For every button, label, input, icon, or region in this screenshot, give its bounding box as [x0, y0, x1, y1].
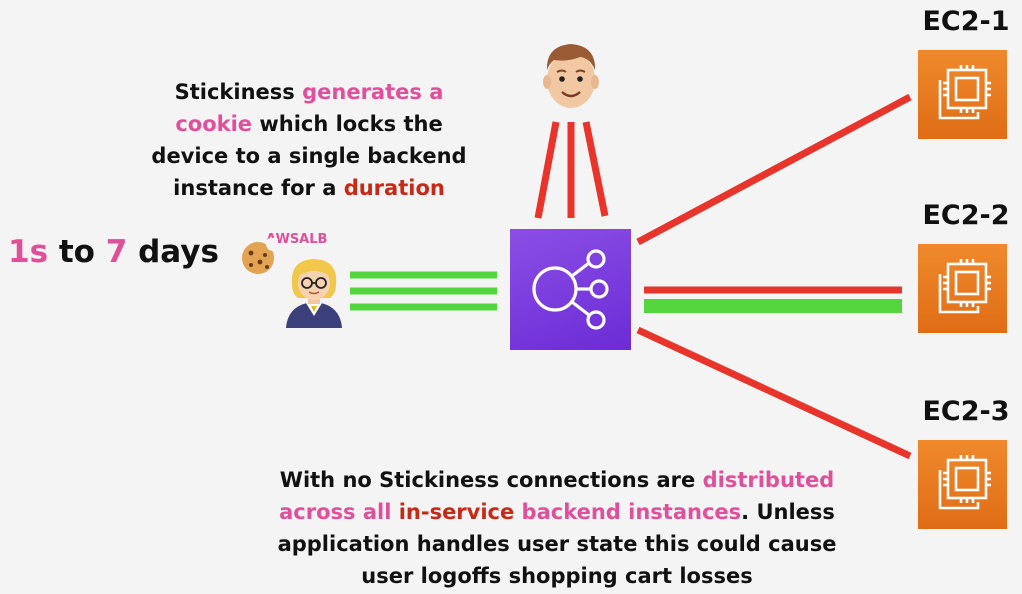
bottom-text-part-3: in-service: [398, 500, 515, 524]
ec2-3-instance: [918, 440, 1007, 529]
top-text-part-3: which locks the device to a single backe…: [151, 112, 467, 200]
link-ec2-3: [636, 326, 912, 460]
cookie-name: AWSALB: [266, 232, 328, 247]
stickiness-explanation: Stickiness generates a cookie which lock…: [148, 76, 470, 204]
ec2-2-label: EC2-2: [922, 200, 1010, 231]
ec2-1-label: EC2-1: [922, 6, 1010, 37]
duration-min: 1s: [8, 234, 49, 270]
bottom-text-part-2: distributed across all: [279, 468, 835, 524]
ec2-instance-icon: [938, 455, 991, 510]
man-link-1: [534, 121, 560, 219]
duration-to: to: [48, 234, 106, 270]
cookie-icon: [242, 238, 278, 274]
man-link-3: [582, 121, 609, 217]
top-text-part-4: duration: [343, 176, 445, 200]
link-ec2-1: [636, 93, 912, 246]
bottom-text-part-1: With no Stickiness connections are: [279, 468, 703, 492]
bottom-text-part-4: backend instances: [514, 500, 742, 524]
bottom-text-part-5: . Unless application handles user state …: [277, 500, 837, 588]
ec2-1-instance: [918, 50, 1007, 139]
ec2-3-label: EC2-3: [922, 396, 1010, 427]
duration-unit: days: [127, 234, 219, 270]
duration-range: 1s to 7 days: [8, 234, 219, 270]
no-stickiness-explanation: With no Stickiness connections are distr…: [262, 464, 852, 592]
duration-max: 7: [105, 234, 128, 270]
woman-avatar-icon: [286, 259, 342, 328]
ec2-2-instance: [918, 244, 1007, 333]
man-avatar-icon: [543, 44, 599, 108]
load-balancer: [510, 229, 631, 350]
top-text-part-2: generates a cookie: [175, 80, 444, 136]
ec2-instance-icon: [938, 259, 991, 314]
ec2-instance-icon: [938, 65, 991, 120]
top-text-part-1: Stickiness: [174, 80, 303, 104]
load-balancer-icon: [532, 249, 609, 330]
